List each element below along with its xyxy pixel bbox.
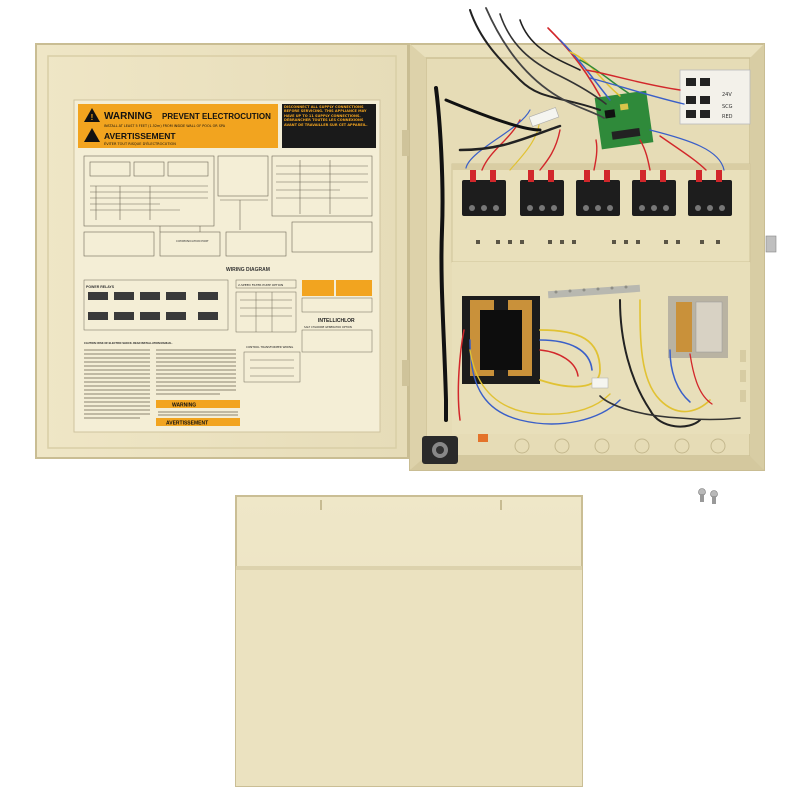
module-label-24v: 24V xyxy=(722,92,732,98)
side-warning-tag xyxy=(302,280,334,296)
warning-triangle-icon xyxy=(84,108,100,122)
wiring-harness xyxy=(434,7,725,422)
cabinet-latch[interactable] xyxy=(765,235,777,253)
disconnect-text: DISCONNECT ALL SUPPLY CONNECTIONS BEFORE… xyxy=(284,105,367,118)
door: ! WARNING PREVENT ELECTROCUTION INSTALL … xyxy=(35,43,410,459)
knockout-slots xyxy=(476,240,720,244)
intellichlor-label: INTELLICHLOR xyxy=(318,318,355,324)
terminal-module: 24V SCG RED xyxy=(679,69,751,125)
orange-connector xyxy=(478,434,488,442)
transformer-main xyxy=(462,296,540,384)
avertissement-heading: ÉVITER TOUT RISQUE D'ÉLECTROCUTION xyxy=(104,141,176,146)
relay-2[interactable] xyxy=(520,170,564,216)
transformer-secondary xyxy=(668,296,728,358)
small-label-tag xyxy=(591,377,609,389)
bottom-avertissement-banner xyxy=(156,418,240,426)
pump-option-tag xyxy=(235,279,297,289)
mounting-screws xyxy=(698,488,718,504)
door-hinge-bottom xyxy=(402,360,410,386)
power-relays xyxy=(462,170,732,216)
cable-gland xyxy=(422,436,458,464)
bottom-warning-banner xyxy=(156,400,240,408)
cabinet: 24V SCG RED xyxy=(409,7,777,471)
avertissement2-title: AVERTISSEMENT xyxy=(166,421,208,427)
relay-4[interactable] xyxy=(632,170,676,216)
ground-bar xyxy=(547,284,641,299)
front-cover xyxy=(235,495,583,787)
warning-banner xyxy=(78,104,278,148)
comm-port-label: COMMUNICATION PORT xyxy=(176,239,209,243)
pump-option: 2-SPEED FILTER PUMP OPTION xyxy=(238,283,283,287)
control-pcb xyxy=(594,90,654,150)
avertissement-title: AVERTISSEMENT xyxy=(104,131,176,141)
warning2-title: WARNING xyxy=(172,403,196,409)
warning-line: INSTALL AT LEAST 5 FEET (1.52m) FROM INS… xyxy=(104,124,226,128)
relay-grid-diagram xyxy=(88,292,218,320)
module-label-scg: SCG xyxy=(722,104,733,110)
warning-title: WARNING xyxy=(104,111,153,122)
power-relays-label: POWER RELAYS xyxy=(86,285,115,289)
caution-body-lines xyxy=(84,349,150,419)
relay-3[interactable] xyxy=(576,170,620,216)
diagram-title: WIRING DIAGRAM xyxy=(226,267,270,273)
warning-heading: PREVENT ELECTROCUTION xyxy=(162,112,271,121)
disconnect-notice xyxy=(282,104,376,148)
disconnect-text-fr: DÉBRANCHER TOUTES LES CONNEXIONS AVANT D… xyxy=(284,118,368,127)
caution-heading: CAUTION: RISK OF ELECTRIC SHOCK. READ IN… xyxy=(84,341,173,345)
white-connector xyxy=(528,107,560,127)
door-hinge-top xyxy=(402,130,410,156)
control-transformer: CONTROL TRANSFORMER WIRING xyxy=(246,345,293,349)
wiring-diagram xyxy=(83,155,373,257)
module-label-red: RED xyxy=(722,114,733,120)
intellichlor-sub: SALT CHLORINE GENERATOR OPTION xyxy=(304,325,352,329)
relay-1[interactable] xyxy=(462,170,506,216)
door-label-sheet: ! WARNING PREVENT ELECTROCUTION INSTALL … xyxy=(73,99,381,433)
lower-compartment xyxy=(422,262,750,464)
relay-5[interactable] xyxy=(688,170,732,216)
svg-text:!: ! xyxy=(91,113,94,122)
side-avertissement-tag xyxy=(336,280,372,296)
avertissement-triangle-icon xyxy=(84,128,100,142)
